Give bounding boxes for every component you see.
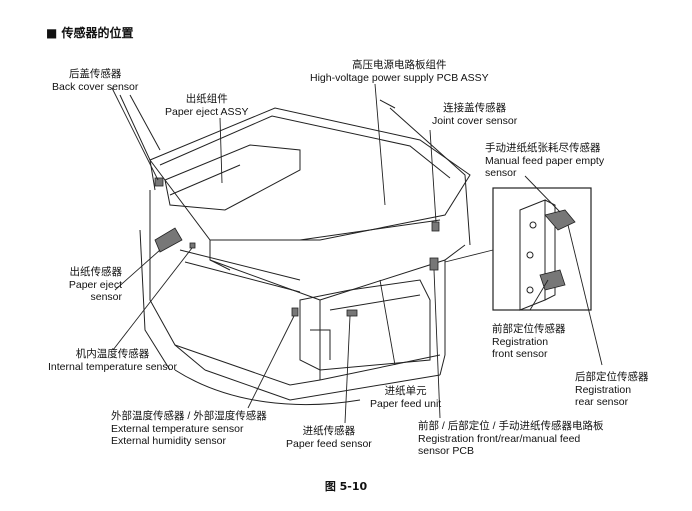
figure-caption: 图 5-10 (324, 480, 368, 493)
inset-detail (492, 187, 592, 311)
internal-temp-sensor-part (189, 242, 196, 249)
joint-cover-sensor-part (431, 221, 440, 232)
external-sensor-part (291, 307, 299, 317)
back-cover-sensor-part (154, 177, 164, 187)
section-title: ■ 传感器的位置 (46, 26, 134, 40)
paper-feed-sensor-part (346, 309, 358, 317)
registration-pcb-part (429, 257, 439, 271)
paper-eject-sensor-part (154, 227, 183, 253)
